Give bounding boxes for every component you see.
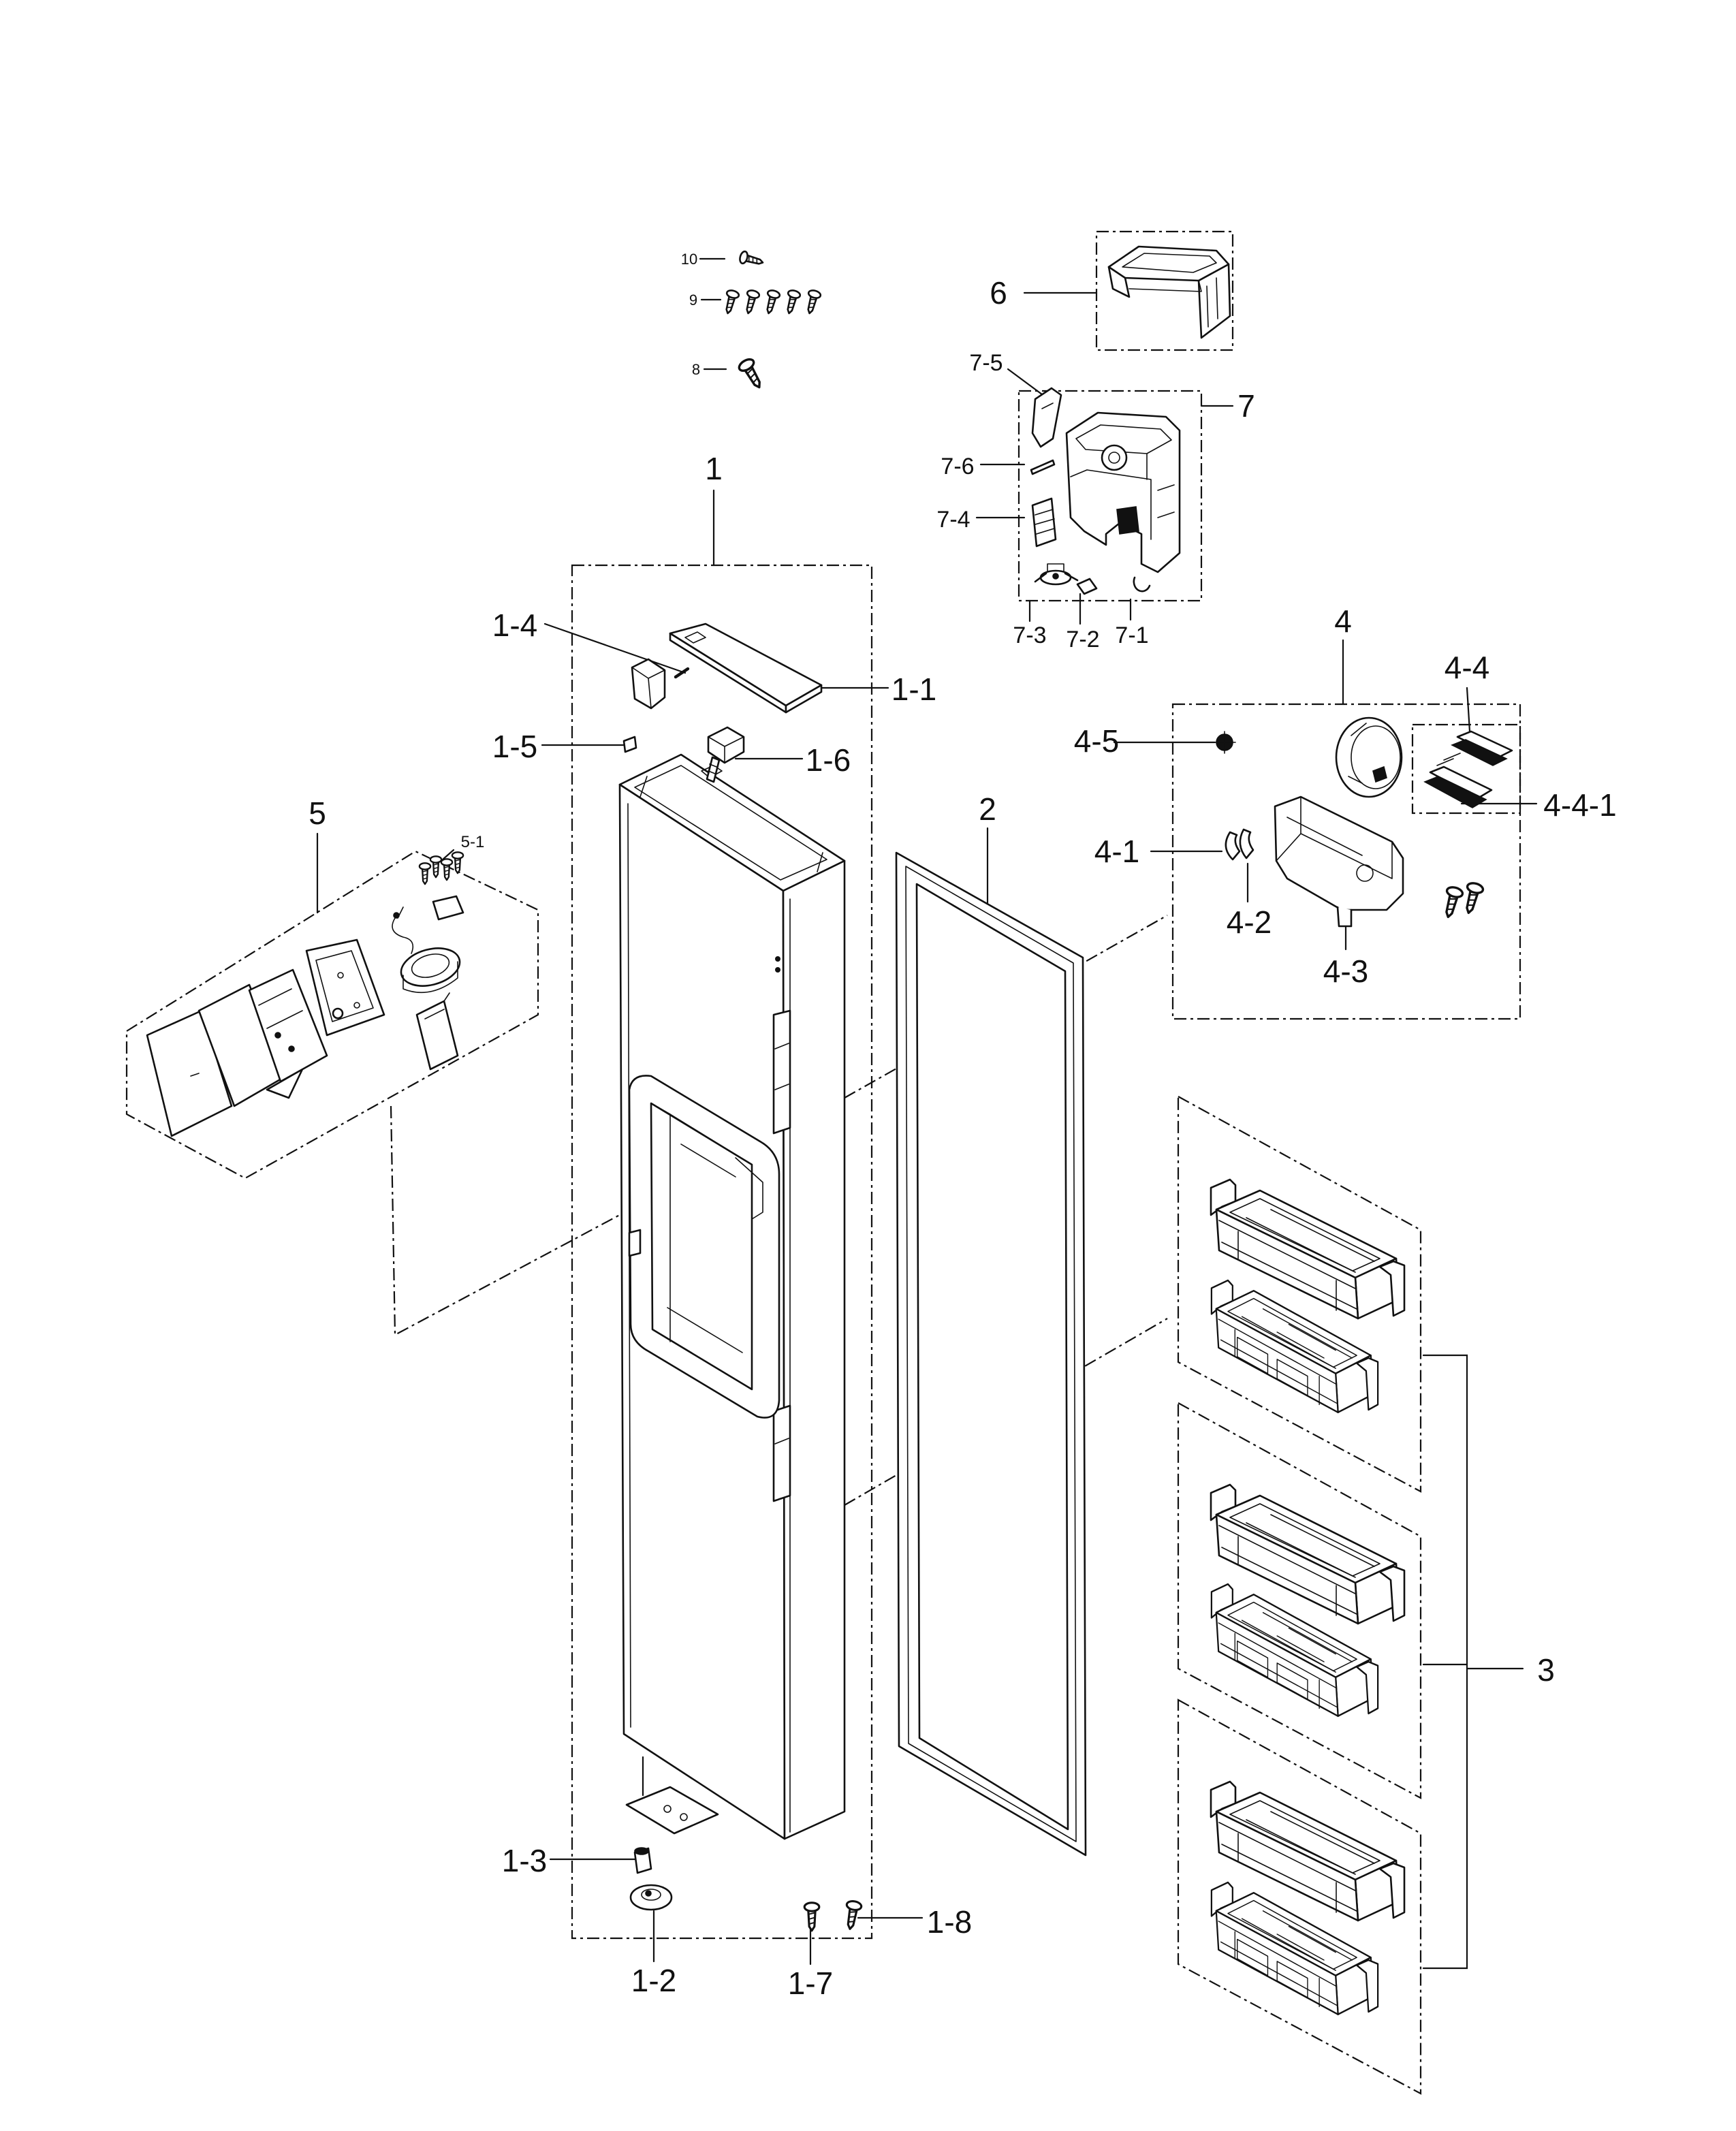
ice-maker-assembly-part-7 (1065, 411, 1181, 573)
part-4-4-group-box (1411, 723, 1521, 815)
callout-7-3: 7-3 (1013, 622, 1046, 648)
dispenser-bracket (305, 938, 385, 1037)
callout-1-3: 1-3 (502, 1843, 547, 1878)
part-4-5-knob (1213, 731, 1236, 754)
callout-2: 2 (979, 791, 996, 827)
callout-4-5: 4-5 (1074, 723, 1119, 759)
callout-4: 4 (1334, 603, 1352, 639)
bin-set-box-3 (1177, 1699, 1422, 2095)
part-7-2 (1076, 578, 1098, 595)
part-5-group-box (125, 850, 539, 1180)
dispenser-actuator (415, 992, 459, 1071)
callout-4-4-1: 4-4-1 (1543, 787, 1616, 823)
dispenser-recess (628, 1075, 780, 1419)
callout-4-1: 4-1 (1094, 834, 1139, 869)
callout-1-6: 1-6 (806, 742, 851, 778)
part-7-group-box (1017, 390, 1203, 602)
callout-6: 6 (990, 275, 1007, 311)
bottom-hinge-bracket (625, 1756, 719, 1835)
callout-1-8: 1-8 (927, 1904, 972, 1940)
hinge-cap-part-1-2 (629, 1884, 673, 1911)
callout-7-2: 7-2 (1066, 627, 1099, 652)
callout-7: 7 (1237, 388, 1255, 424)
callout-3: 3 (1537, 1652, 1555, 1688)
coils-part-4-4 (1423, 730, 1513, 808)
callout-4-4: 4-4 (1445, 650, 1489, 685)
part-4-group-box (1171, 703, 1521, 1020)
callout-9: 9 (689, 291, 697, 309)
screw-10 (738, 249, 766, 270)
screws-9 (721, 288, 823, 316)
callout-8: 8 (692, 361, 700, 378)
door-gasket-part-2 (895, 851, 1087, 1857)
leader-lines (316, 257, 1538, 1970)
part-7-5 (1031, 387, 1062, 448)
callout-1-5: 1-5 (492, 729, 537, 764)
screw-part-1-7 (803, 1901, 821, 1932)
part-1-group-box (571, 564, 873, 1940)
callout-7-1: 7-1 (1115, 622, 1148, 648)
bushing-part-1-3 (633, 1847, 652, 1874)
callout-1-2: 1-2 (631, 1963, 676, 1998)
screws-part-4 (1439, 880, 1485, 921)
pin-part-1-5 (622, 736, 637, 753)
part-7-6 (1030, 459, 1056, 475)
bin-set-box-1 (1177, 1095, 1422, 1493)
bin-set-box-2 (1177, 1402, 1422, 1799)
dispenser-wire-harness (392, 906, 414, 954)
callout-7-4: 7-4 (936, 507, 970, 533)
hinge-cover-part-1-1 (669, 622, 823, 714)
callout-10: 10 (681, 251, 697, 268)
callout-4-2: 4-2 (1227, 904, 1272, 940)
screw-8 (736, 356, 768, 393)
callout-4-3: 4-3 (1323, 953, 1368, 989)
dispenser-small-block (432, 895, 464, 921)
hinge-bolt-part-1-6 (706, 726, 745, 783)
callout-1: 1 (705, 451, 723, 486)
callout-5-1: 5-1 (461, 833, 485, 851)
clips-part-4-1-4-2 (1225, 828, 1254, 861)
part-7-1 (1133, 576, 1151, 593)
part-7-4 (1031, 497, 1057, 548)
dispenser-ring (400, 947, 461, 994)
callout-1-4: 1-4 (492, 607, 537, 643)
callout-7-5: 7-5 (969, 350, 1003, 376)
callout-1-1: 1-1 (891, 672, 936, 707)
part-6-group-box (1095, 230, 1234, 351)
assembly-line-door-to-part-5 (390, 1105, 638, 1336)
callout-labels: 10 9 8 6 7-5 7 7-6 7-4 7-3 7-2 7-1 1 1-4… (309, 251, 1616, 2001)
part-7-3 (1034, 563, 1079, 586)
part-4-cap (1335, 716, 1403, 798)
callout-5: 5 (309, 795, 326, 831)
callout-1-7: 1-7 (788, 1966, 833, 2001)
dispenser-pcb (248, 968, 328, 1083)
callout-7-6: 7-6 (941, 454, 974, 479)
screw-part-1-8 (841, 1899, 864, 1931)
dispenser-cover-part-6 (1107, 245, 1231, 339)
housing-part-4-3 (1274, 795, 1404, 928)
hinge-part-1-4 (631, 658, 690, 710)
